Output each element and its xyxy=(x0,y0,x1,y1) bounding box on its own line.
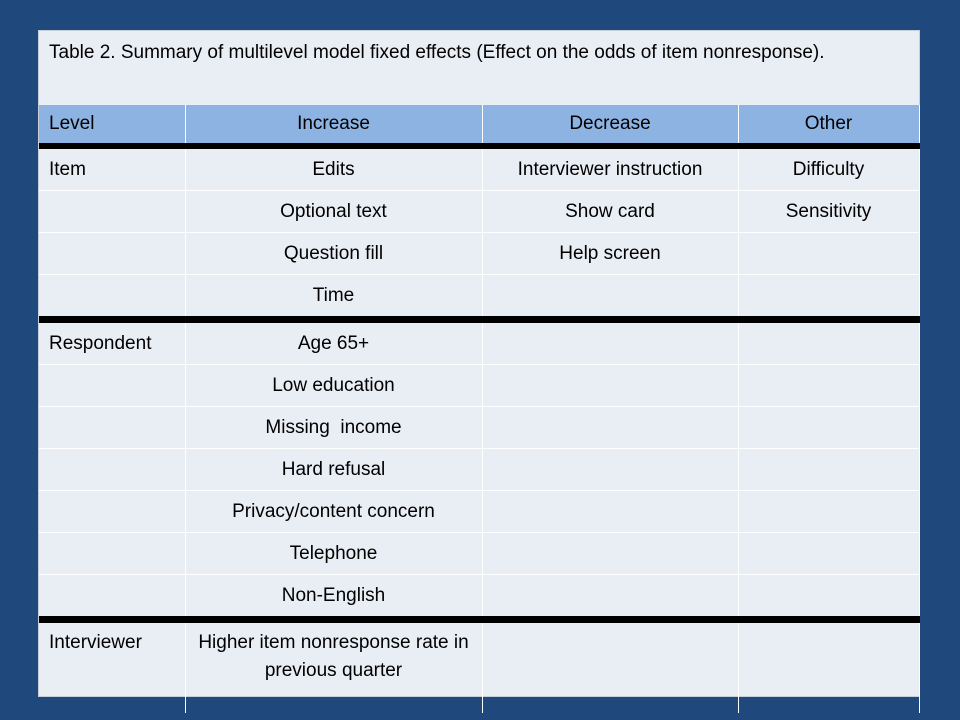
cell-level: Item xyxy=(39,146,186,191)
cell-level xyxy=(39,574,186,620)
cell-decrease xyxy=(482,532,739,575)
cell-other xyxy=(738,274,920,320)
cell-other xyxy=(738,490,920,533)
cell-increase: Missing income xyxy=(185,406,483,449)
cell-level xyxy=(39,406,186,449)
cell-increase: Higher item nonresponse rate in previous… xyxy=(185,616,483,713)
cell-level xyxy=(39,364,186,407)
cell-other xyxy=(738,616,920,713)
cell-decrease: Help screen xyxy=(482,232,739,275)
header-level: Level xyxy=(39,105,186,149)
summary-table: Level Increase Decrease Other Item Edits… xyxy=(39,105,920,713)
cell-decrease xyxy=(482,364,739,407)
cell-decrease xyxy=(482,406,739,449)
table-row: Optional text Show card Sensitivity xyxy=(39,190,920,233)
cell-increase: Time xyxy=(185,274,483,320)
cell-increase: Non-English xyxy=(185,574,483,620)
cell-other xyxy=(738,448,920,491)
cell-level xyxy=(39,232,186,275)
table-row: Low education xyxy=(39,364,920,407)
cell-level: Respondent xyxy=(39,316,186,365)
table-row: Hard refusal xyxy=(39,448,920,491)
cell-decrease xyxy=(482,448,739,491)
table-caption: Table 2. Summary of multilevel model fix… xyxy=(49,42,825,63)
cell-decrease xyxy=(482,274,739,320)
cell-other xyxy=(738,406,920,449)
table-row: Missing income xyxy=(39,406,920,449)
cell-increase: Telephone xyxy=(185,532,483,575)
cell-decrease xyxy=(482,616,739,713)
cell-other xyxy=(738,364,920,407)
cell-other xyxy=(738,232,920,275)
cell-other xyxy=(738,316,920,365)
cell-other: Sensitivity xyxy=(738,190,920,233)
cell-decrease xyxy=(482,574,739,620)
table-header-row: Level Increase Decrease Other xyxy=(39,105,920,149)
table-panel: Table 2. Summary of multilevel model fix… xyxy=(38,30,920,713)
cell-increase: Edits xyxy=(185,146,483,191)
header-decrease: Decrease xyxy=(482,105,739,149)
cell-decrease xyxy=(482,490,739,533)
table-row: Time xyxy=(39,274,920,320)
cell-increase: Privacy/content concern xyxy=(185,490,483,533)
cell-level xyxy=(39,274,186,320)
header-increase: Increase xyxy=(185,105,483,149)
table-row: Item Edits Interviewer instruction Diffi… xyxy=(39,146,920,191)
cell-increase: Question fill xyxy=(185,232,483,275)
cell-increase: Low education xyxy=(185,364,483,407)
table-row: Non-English xyxy=(39,574,920,620)
cell-increase: Age 65+ xyxy=(185,316,483,365)
table-row: Interviewer Higher item nonresponse rate… xyxy=(39,616,920,713)
cell-level xyxy=(39,490,186,533)
table-row: Question fill Help screen xyxy=(39,232,920,275)
cell-other xyxy=(738,532,920,575)
cell-increase: Optional text xyxy=(185,190,483,233)
cell-decrease: Show card xyxy=(482,190,739,233)
cell-level xyxy=(39,190,186,233)
cell-level: Interviewer xyxy=(39,616,186,713)
header-other: Other xyxy=(738,105,920,149)
cell-level xyxy=(39,448,186,491)
cell-other xyxy=(738,574,920,620)
table-row: Telephone xyxy=(39,532,920,575)
cell-decrease xyxy=(482,316,739,365)
cell-level xyxy=(39,532,186,575)
cell-other: Difficulty xyxy=(738,146,920,191)
cell-decrease: Interviewer instruction xyxy=(482,146,739,191)
table-row: Respondent Age 65+ xyxy=(39,316,920,365)
cell-increase: Hard refusal xyxy=(185,448,483,491)
table-row: Privacy/content concern xyxy=(39,490,920,533)
